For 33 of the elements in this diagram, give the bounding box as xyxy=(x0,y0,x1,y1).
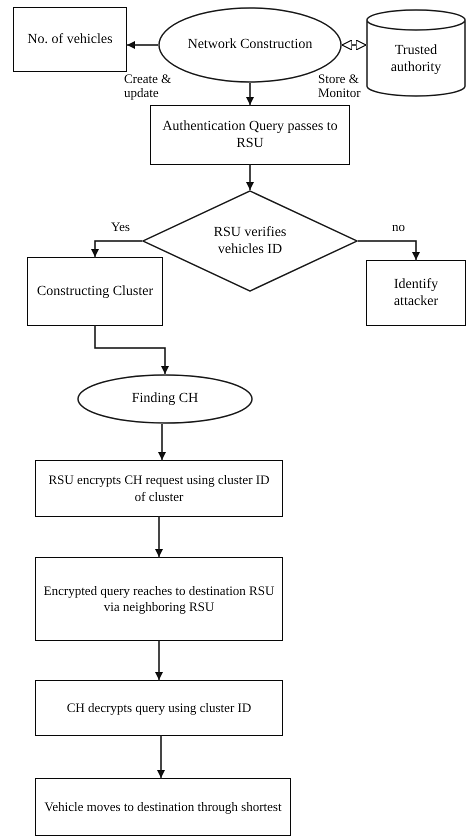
process-box xyxy=(27,257,163,326)
node-text: Network Construction xyxy=(188,36,312,54)
node-text: Identify attacker xyxy=(392,276,440,310)
node-text: Vehicle moves to destination through shortest xyxy=(44,798,282,816)
node-text: Finding CH xyxy=(132,390,198,408)
arrow xyxy=(91,240,142,257)
arrow xyxy=(155,517,163,557)
arrow xyxy=(94,326,169,374)
process-box xyxy=(35,778,291,836)
node-text: Encrypted query reaches to destination RSU via neighboring RSU xyxy=(42,582,276,616)
arrow xyxy=(246,165,254,190)
node-text: Trusted authority xyxy=(390,42,442,76)
process-box xyxy=(150,105,350,165)
arrow xyxy=(157,736,165,778)
arrow xyxy=(246,83,254,105)
process-box xyxy=(366,260,466,326)
node-text: RSU verifies vehicles ID xyxy=(212,224,288,258)
node-text: RSU encrypts CH request using cluster ID of cluster xyxy=(48,472,270,505)
process-box xyxy=(13,7,127,72)
node-text: Authentication Query passes to RSU xyxy=(161,118,339,152)
arrow xyxy=(127,41,158,49)
process-box xyxy=(35,557,283,641)
database-cylinder xyxy=(366,10,466,96)
arrow xyxy=(358,240,420,260)
node-text: No. of vehicles xyxy=(27,30,113,48)
node-text: Constructing Cluster xyxy=(36,282,154,300)
arrow xyxy=(341,39,367,51)
arrow xyxy=(155,641,163,680)
process-box xyxy=(35,460,283,517)
arrow xyxy=(158,424,166,460)
ellipse-node xyxy=(77,374,253,424)
process-box xyxy=(35,680,283,736)
node-text: CH decrypts query using cluster ID xyxy=(66,700,252,716)
